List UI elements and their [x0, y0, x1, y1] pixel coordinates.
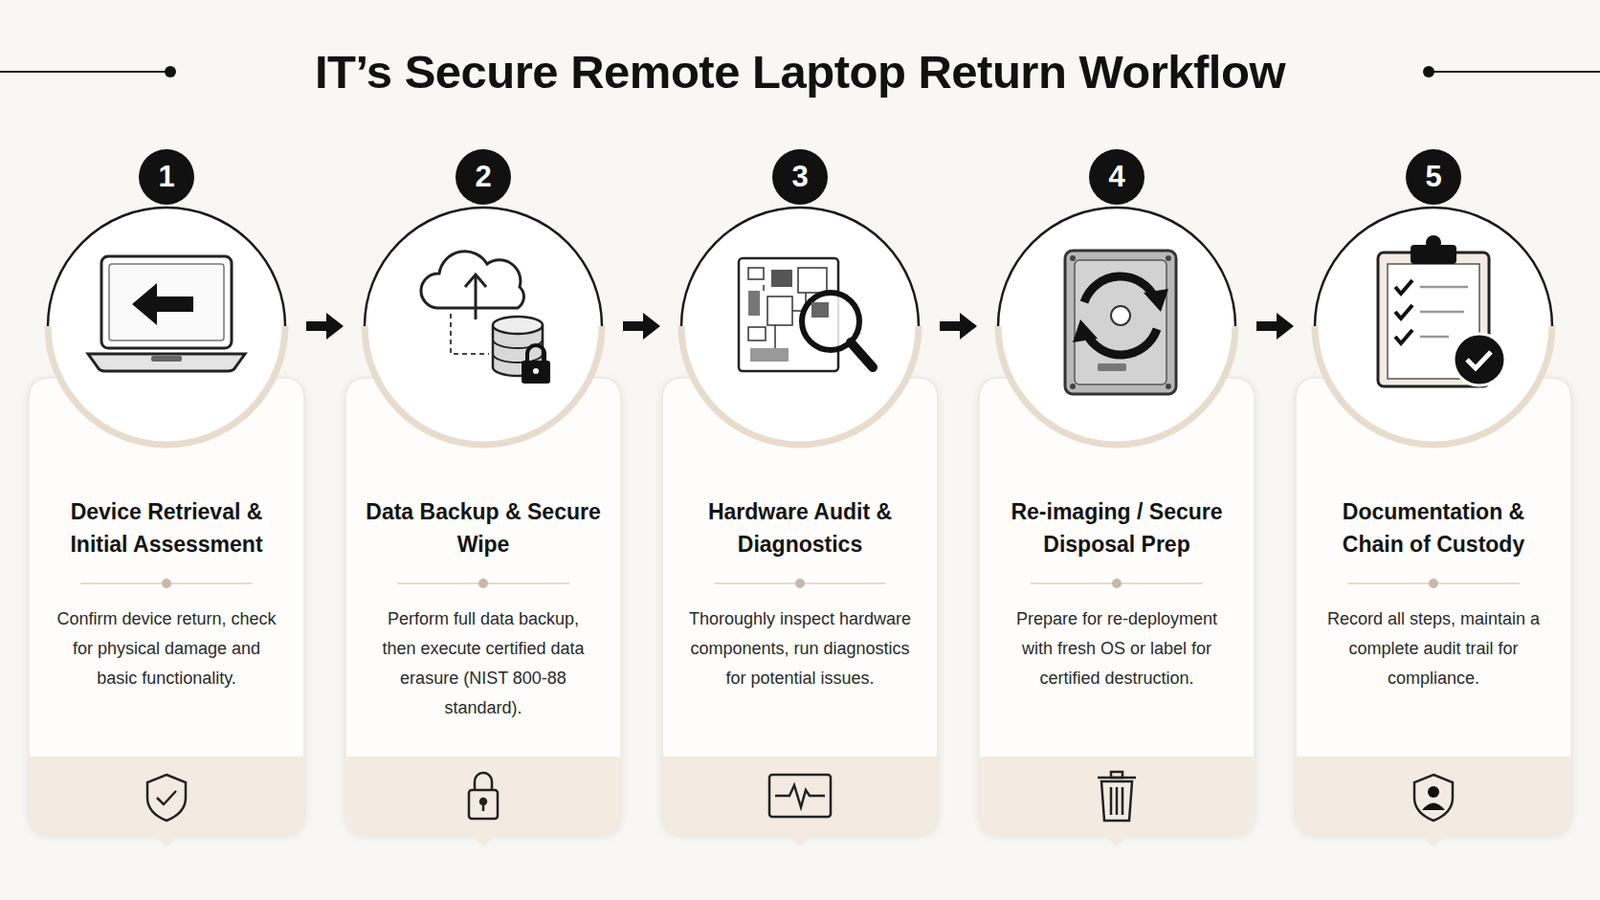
step-heading: Hardware Audit & Diagnostics [677, 495, 923, 561]
step-number: 2 [455, 149, 512, 205]
title-rule [0, 70, 171, 73]
title-rule [1428, 70, 1600, 73]
step-card [662, 207, 938, 848]
flow-arrow [1256, 312, 1294, 340]
step-badge: 5 [1405, 149, 1462, 205]
step-heading: Re-imaging / Secure Disposal Prep [994, 495, 1240, 561]
step-column: Documentation & Chain of CustodyRecord a… [1295, 149, 1572, 847]
step-column: Data Backup & Secure WipePerform full da… [345, 149, 622, 847]
shield-check-icon [147, 775, 186, 822]
flow-arrow [622, 312, 661, 340]
title: IT’s Secure Remote Laptop Return Workflo… [191, 42, 1409, 102]
backup-icon [421, 251, 551, 384]
title-dot [164, 66, 177, 78]
clipboard-icon [1377, 235, 1506, 387]
step-card [28, 207, 305, 848]
step-heading: Data Backup & Secure Wipe [360, 495, 606, 561]
step-card [978, 207, 1255, 848]
step-badge: 1 [138, 149, 195, 205]
step-body: Perform full data backup, then execute c… [368, 604, 599, 724]
step-column: Device Retrieval & Initial AssessmentCon… [28, 149, 305, 847]
flow-arrow [939, 312, 978, 340]
step-column: Hardware Audit & DiagnosticsThoroughly i… [662, 149, 938, 847]
step-number: 1 [138, 149, 195, 205]
diagnostics-icon [738, 258, 873, 372]
flow-arrow [306, 312, 344, 340]
step-body: Thoroughly inspect hardware components, … [685, 604, 915, 694]
shield-person-icon [1414, 775, 1453, 822]
step-body: Confirm device return, check for physica… [51, 604, 282, 694]
laptop-icon [88, 256, 245, 372]
step-badge: 3 [772, 149, 828, 205]
title-dot [1422, 66, 1435, 78]
step-body: Prepare for re-deployment with fresh OS … [1001, 604, 1232, 694]
reimage-icon [1065, 250, 1177, 395]
step-body: Record all steps, maintain a complete au… [1318, 604, 1549, 694]
step-heading: Documentation & Chain of Custody [1311, 495, 1556, 561]
step-badge: 2 [455, 149, 512, 205]
step-card [345, 207, 622, 848]
step-number: 3 [772, 149, 828, 205]
step-column: Re-imaging / Secure Disposal PrepPrepare… [978, 149, 1255, 847]
monitor-pulse-icon [769, 775, 831, 818]
trash-icon [1097, 772, 1136, 822]
step-badge: 4 [1088, 149, 1145, 205]
step-number: 4 [1088, 149, 1145, 205]
step-heading: Device Retrieval & Initial Assessment [44, 495, 289, 561]
step-number: 5 [1405, 149, 1462, 205]
padlock-icon [468, 773, 498, 820]
step-card [1295, 207, 1572, 848]
